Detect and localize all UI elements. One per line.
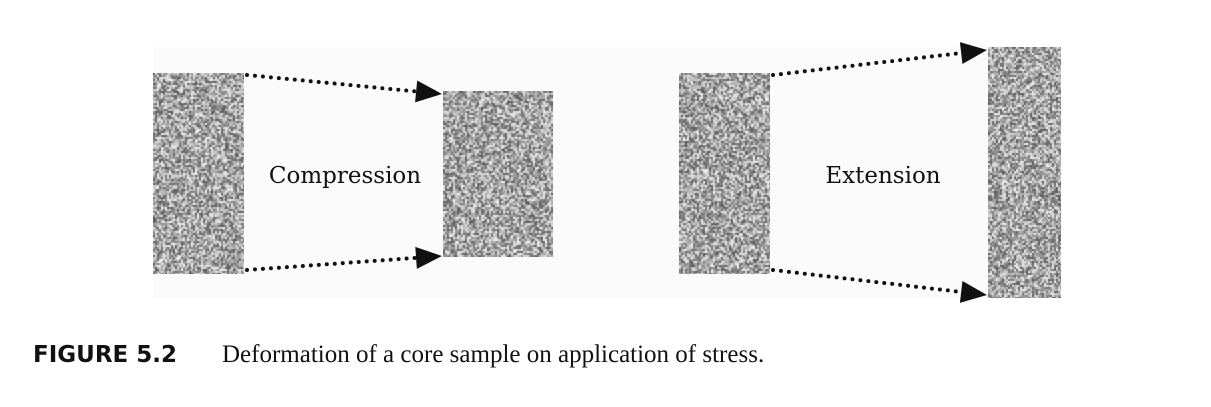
compression-bottom-arrow <box>245 246 442 272</box>
compression-label: Compression <box>268 163 422 189</box>
dotted-line <box>245 255 419 272</box>
diagram-background <box>153 47 1061 298</box>
core-sample-original-extension <box>679 73 770 274</box>
extension-bottom-arrow <box>771 268 987 303</box>
arrowhead-icon <box>959 281 987 303</box>
dotted-line <box>771 51 964 77</box>
dotted-line <box>771 268 964 294</box>
extension-top-arrow <box>771 42 987 77</box>
arrowhead-icon <box>415 246 442 269</box>
extension-label: Extension <box>825 163 941 189</box>
core-sample-original-compression <box>153 73 244 274</box>
arrowhead-icon <box>959 42 987 64</box>
figure-caption: FIGURE 5.2 Deformation of a core sample o… <box>33 341 764 369</box>
figure-number: FIGURE 5.2 <box>33 342 177 368</box>
compression-top-arrow <box>245 73 442 103</box>
dotted-line <box>245 73 419 94</box>
core-sample-extended <box>988 47 1061 298</box>
arrowhead-icon <box>415 80 442 103</box>
caption-text: Deformation of a core sample on applicat… <box>222 341 765 368</box>
core-sample-compressed <box>443 91 553 257</box>
